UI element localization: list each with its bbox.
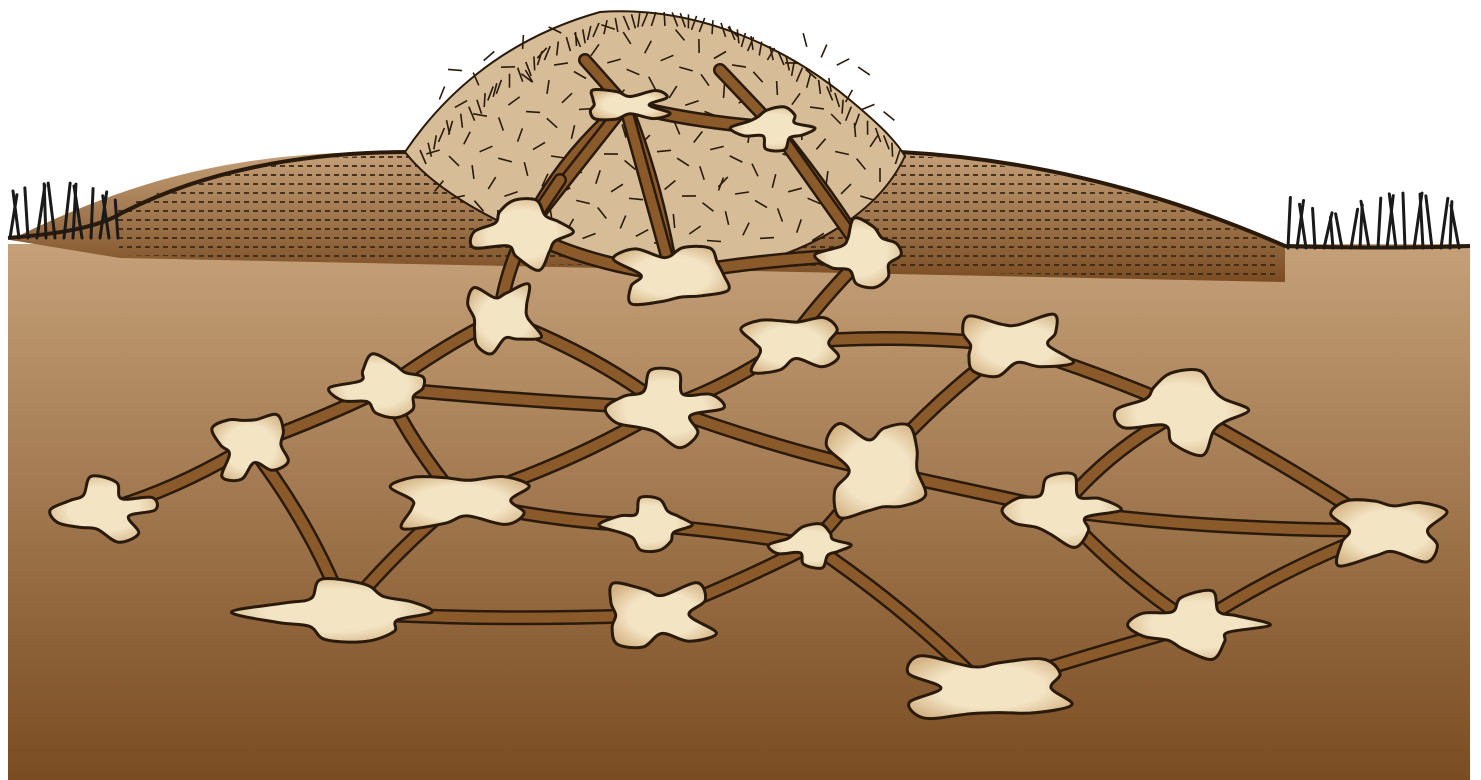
thatch-stroke bbox=[884, 112, 895, 121]
grass-blade bbox=[25, 188, 28, 238]
thatch-fringe bbox=[712, 20, 713, 34]
soil-layer bbox=[8, 244, 1470, 780]
thatch-fringe bbox=[892, 143, 893, 157]
thatch-stroke bbox=[858, 67, 870, 75]
thatch-stroke bbox=[803, 33, 807, 47]
thatch-stroke bbox=[862, 104, 875, 109]
thatch-fringe bbox=[534, 56, 535, 70]
thatch-stroke bbox=[724, 84, 725, 98]
grass-blade bbox=[1351, 209, 1358, 248]
thatch-fringe bbox=[664, 12, 665, 26]
grass-blade bbox=[1330, 217, 1333, 248]
thatch-stroke bbox=[523, 35, 524, 49]
thatch-fringe bbox=[842, 100, 843, 114]
thatch-stroke bbox=[526, 112, 540, 113]
grass-blade bbox=[91, 189, 93, 238]
grass-tuft-right bbox=[1288, 193, 1459, 248]
thatch-fringe bbox=[484, 93, 485, 107]
grass-blade bbox=[1378, 198, 1381, 248]
thatch-stroke bbox=[448, 69, 462, 70]
grass-blade bbox=[1441, 198, 1448, 248]
thatch-stroke bbox=[484, 51, 495, 60]
thatch-stroke bbox=[777, 81, 778, 95]
grass-blade bbox=[1426, 196, 1432, 248]
grass-blade bbox=[1313, 208, 1315, 248]
thatch-stroke bbox=[439, 87, 444, 100]
grass-blade bbox=[1420, 194, 1423, 248]
thatch-stroke bbox=[837, 59, 849, 65]
grass-blade bbox=[1288, 197, 1290, 248]
grass-blade bbox=[44, 184, 46, 238]
thatch-stroke bbox=[760, 238, 774, 239]
thatch-stroke bbox=[707, 241, 721, 242]
thatch-stroke bbox=[821, 45, 827, 58]
grass-blade bbox=[1336, 214, 1342, 248]
grass-blade bbox=[1403, 193, 1405, 248]
